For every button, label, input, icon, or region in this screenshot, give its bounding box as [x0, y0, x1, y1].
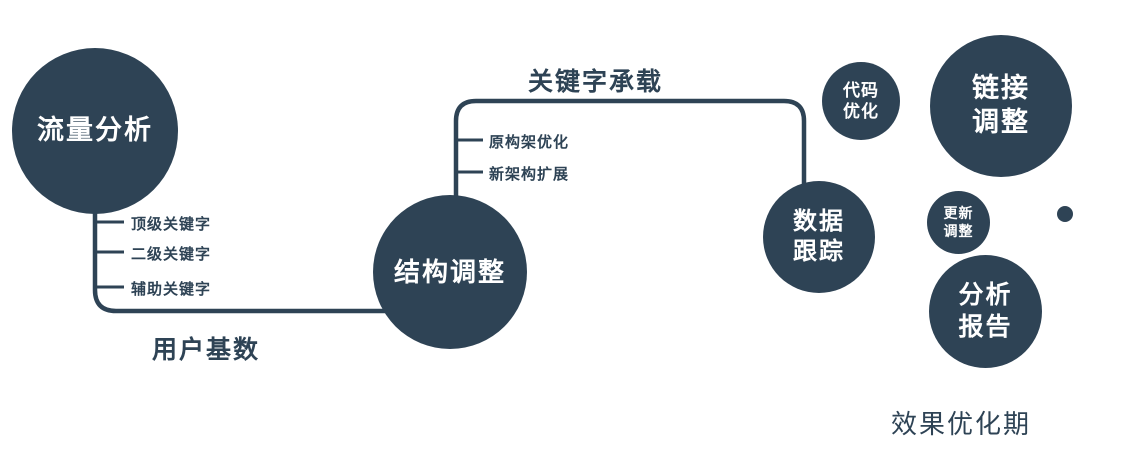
edge-label-user-base: 用户基数: [152, 336, 261, 364]
node-analysis-report-line1: 分析: [958, 281, 1013, 310]
caption-effect-optimization: 效果优化期: [891, 409, 1032, 439]
node-link-adjustment-line1: 链接: [972, 73, 1030, 104]
node-update-adjustment-line1: 更新: [943, 205, 974, 221]
node-traffic-analysis: 流量分析: [12, 48, 178, 214]
node-link-adjustment: 链接 调整: [930, 35, 1072, 177]
node-code-optimization-line1: 代码: [843, 80, 879, 100]
edge-label-keyword-bearing: 关键字承载: [528, 68, 664, 96]
node-data-tracking-line1: 数据: [793, 208, 845, 235]
node-structure-adjust: 结构调整: [373, 195, 527, 349]
node-link-adjustment-line2: 调整: [972, 107, 1030, 137]
node-update-adjustment: 更新 调整: [927, 191, 990, 254]
node-traffic-analysis-label: 流量分析: [37, 115, 153, 146]
connector-path-structure-to-data: [453, 98, 807, 212]
node-analysis-report-line2: 报告: [958, 312, 1013, 341]
branch-label-original-architecture: 原构架优化: [489, 134, 570, 151]
node-structure-adjust-label: 结构调整: [393, 256, 506, 287]
node-code-optimization-line2: 优化: [843, 102, 879, 121]
node-data-tracking: 数据 跟踪: [763, 181, 875, 293]
node-analysis-report: 分析 报告: [929, 255, 1042, 368]
small-dot-marker: [1057, 206, 1073, 222]
node-code-optimization: 代码 优化: [822, 62, 900, 140]
node-update-adjustment-line2: 调整: [943, 222, 974, 239]
branch-label-new-architecture: 新架构扩展: [489, 166, 570, 183]
branch-label-aux-keywords: 辅助关键字: [131, 281, 212, 298]
branch-label-top-keywords: 顶级关键字: [131, 216, 212, 233]
branch-label-second-keywords: 二级关键字: [131, 246, 212, 263]
node-data-tracking-line2: 跟踪: [793, 238, 845, 265]
